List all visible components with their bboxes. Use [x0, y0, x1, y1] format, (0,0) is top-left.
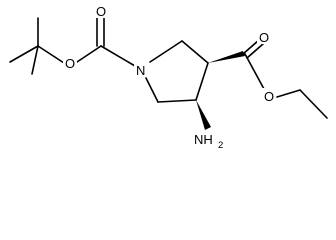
- bond-tbu-methyl-left: [9, 45, 39, 63]
- bond-ring-c5-n: [145, 77, 159, 103]
- bond-tbu-to-oxygen: [37, 45, 65, 64]
- amine-subscript-label: 2: [218, 140, 223, 151]
- bond-ring-c4-c5: [157, 99, 197, 103]
- wedge-bond-to-ester: [208, 51, 245, 63]
- bond-ring-c3-c4: [195, 62, 209, 101]
- bond-ester-c-double-o-2: [246, 43, 264, 59]
- bond-tbu-methyl-down: [31, 45, 39, 75]
- bond-ring-c2-c3: [181, 40, 209, 64]
- ester-ether-oxygen-label: O: [264, 89, 274, 104]
- ester-carbonyl-oxygen-label: O: [259, 30, 269, 45]
- bond-ester-oxygen-to-ethyl: [276, 89, 301, 98]
- bond-ring-n-c2: [149, 40, 183, 63]
- bond-carbonyl-carbon-to-nitrogen: [100, 45, 136, 67]
- ring-nitrogen-label: N: [136, 63, 145, 78]
- wedge-bond-to-amine: [196, 100, 211, 130]
- amine-label: NH: [194, 132, 213, 147]
- structure-canvas: O O N O O NH 2: [9, 3, 328, 151]
- carbamate-ether-oxygen-label: O: [65, 56, 75, 71]
- bond-oxygen-to-carbonyl-carbon: [76, 45, 102, 63]
- bond-ester-c-to-oxygen: [244, 53, 265, 90]
- molecule-diagram: O O N O O NH 2: [9, 3, 328, 151]
- bond-ethyl-c-c: [299, 89, 328, 119]
- bond-ester-c-double-o-1: [242, 39, 260, 55]
- carbamate-carbonyl-oxygen-label: O: [96, 4, 106, 19]
